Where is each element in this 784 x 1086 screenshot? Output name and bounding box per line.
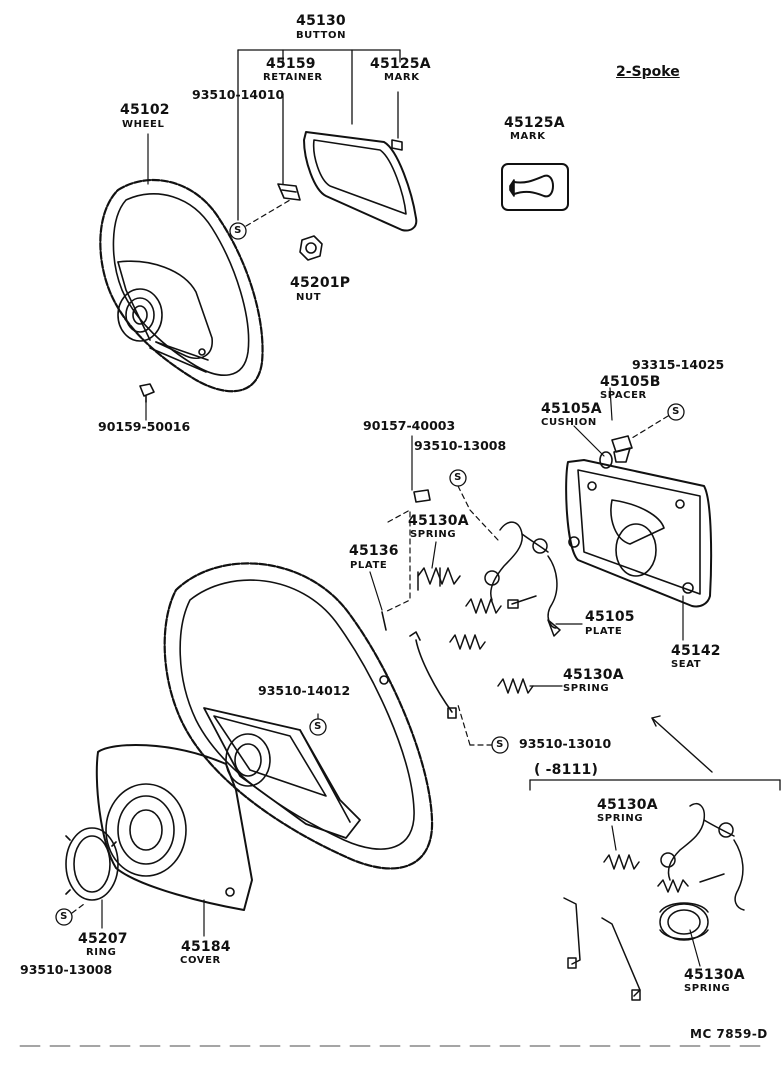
s-mark-4: S (314, 721, 322, 732)
seat-45142 (565, 459, 713, 608)
label-button-number: 45130 (296, 13, 346, 29)
wheel-lower (163, 562, 457, 870)
label-spring-upper-number: 45130A (408, 513, 469, 529)
label-seat-number: 45142 (671, 643, 721, 659)
label-screw-13010: 93510-13010 (519, 736, 612, 751)
retainer-clip (277, 183, 301, 201)
s-mark-3: S (454, 472, 462, 483)
label-mark-top-number: 45125A (370, 56, 431, 72)
label-seat-name: SEAT (671, 659, 702, 670)
wheel-upper (99, 178, 264, 393)
label-wheel-name: WHEEL (122, 119, 165, 130)
label-cushion-number: 45105A (541, 401, 602, 417)
springs-upper (417, 567, 534, 694)
cover-45184 (95, 743, 253, 911)
label-retainer-name: RETAINER (263, 72, 323, 83)
spacer-cushion (599, 435, 633, 469)
label-bolt-40003: 90157-40003 (363, 418, 456, 433)
mark-small (391, 139, 403, 151)
nut-45201P (299, 235, 323, 261)
bolt-90157 (413, 489, 431, 503)
diagram-title: 2-Spoke (616, 64, 680, 80)
label-nut-name: NUT (296, 292, 322, 303)
drawing-code: MC 7859-D (690, 1027, 768, 1041)
s-mark-1: S (234, 225, 242, 236)
label-ring-name: RING (86, 947, 117, 958)
label-leaders (101, 133, 701, 967)
s-mark-5: S (496, 739, 504, 750)
label-plate-105-number: 45105 (585, 609, 635, 625)
label-spacer-number: 45105B (600, 374, 661, 390)
label-spring-upper-name: SPRING (410, 529, 457, 540)
label-screw-14012: 93510-14012 (258, 683, 351, 698)
label-spacer-name: SPACER (600, 390, 647, 401)
label-button-name: BUTTON (295, 30, 347, 41)
horn-mark-emblem (501, 163, 569, 211)
label-mark-side-number: 45125A (504, 115, 565, 131)
ring-45207 (65, 827, 119, 901)
label-plate-136-number: 45136 (349, 543, 399, 559)
bolt-90159 (139, 383, 155, 403)
label-nut-number: 45201P (290, 275, 351, 291)
label-screw-13008-a: 93510-13008 (414, 438, 507, 453)
label-spring-mid-number: 45130A (563, 667, 624, 683)
s-mark-2: S (672, 406, 680, 417)
inset-bracket (529, 779, 781, 791)
label-mark-top-name: MARK (384, 72, 420, 83)
label-wheel-number: 45102 (120, 102, 170, 118)
label-plate-105-name: PLATE (585, 626, 623, 637)
label-cover-name: COVER (180, 955, 221, 966)
button-frame (303, 131, 418, 232)
label-date-range: ( -8111) (534, 762, 599, 778)
s-mark-circles (55, 222, 685, 926)
label-cover-number: 45184 (181, 939, 231, 955)
label-spring-lower-b-number: 45130A (684, 967, 745, 983)
label-ring-number: 45207 (78, 931, 128, 947)
label-plate-136-name: PLATE (350, 560, 388, 571)
label-spring-mid-name: SPRING (563, 683, 610, 694)
dashed-leaders (71, 199, 669, 914)
label-screw-14010: 93510-14010 (192, 87, 285, 102)
s-mark-6: S (60, 911, 68, 922)
label-retainer-number: 45159 (266, 56, 316, 72)
inset-arrow (651, 715, 713, 773)
label-spring-lower-a-number: 45130A (597, 797, 658, 813)
label-mark-side-name: MARK (510, 131, 546, 142)
label-spring-lower-a-name: SPRING (597, 813, 644, 824)
button-leader-lines (237, 49, 401, 221)
label-cushion-name: CUSHION (541, 417, 597, 428)
label-spring-lower-b-name: SPRING (684, 983, 731, 994)
label-screw-13008-b: 93510-13008 (20, 962, 113, 977)
label-screw-14025: 93315-14025 (632, 357, 725, 372)
label-bolt-50016: 90159-50016 (98, 419, 191, 434)
harness-plate-45105 (484, 521, 561, 637)
inset-parts (563, 802, 745, 1001)
